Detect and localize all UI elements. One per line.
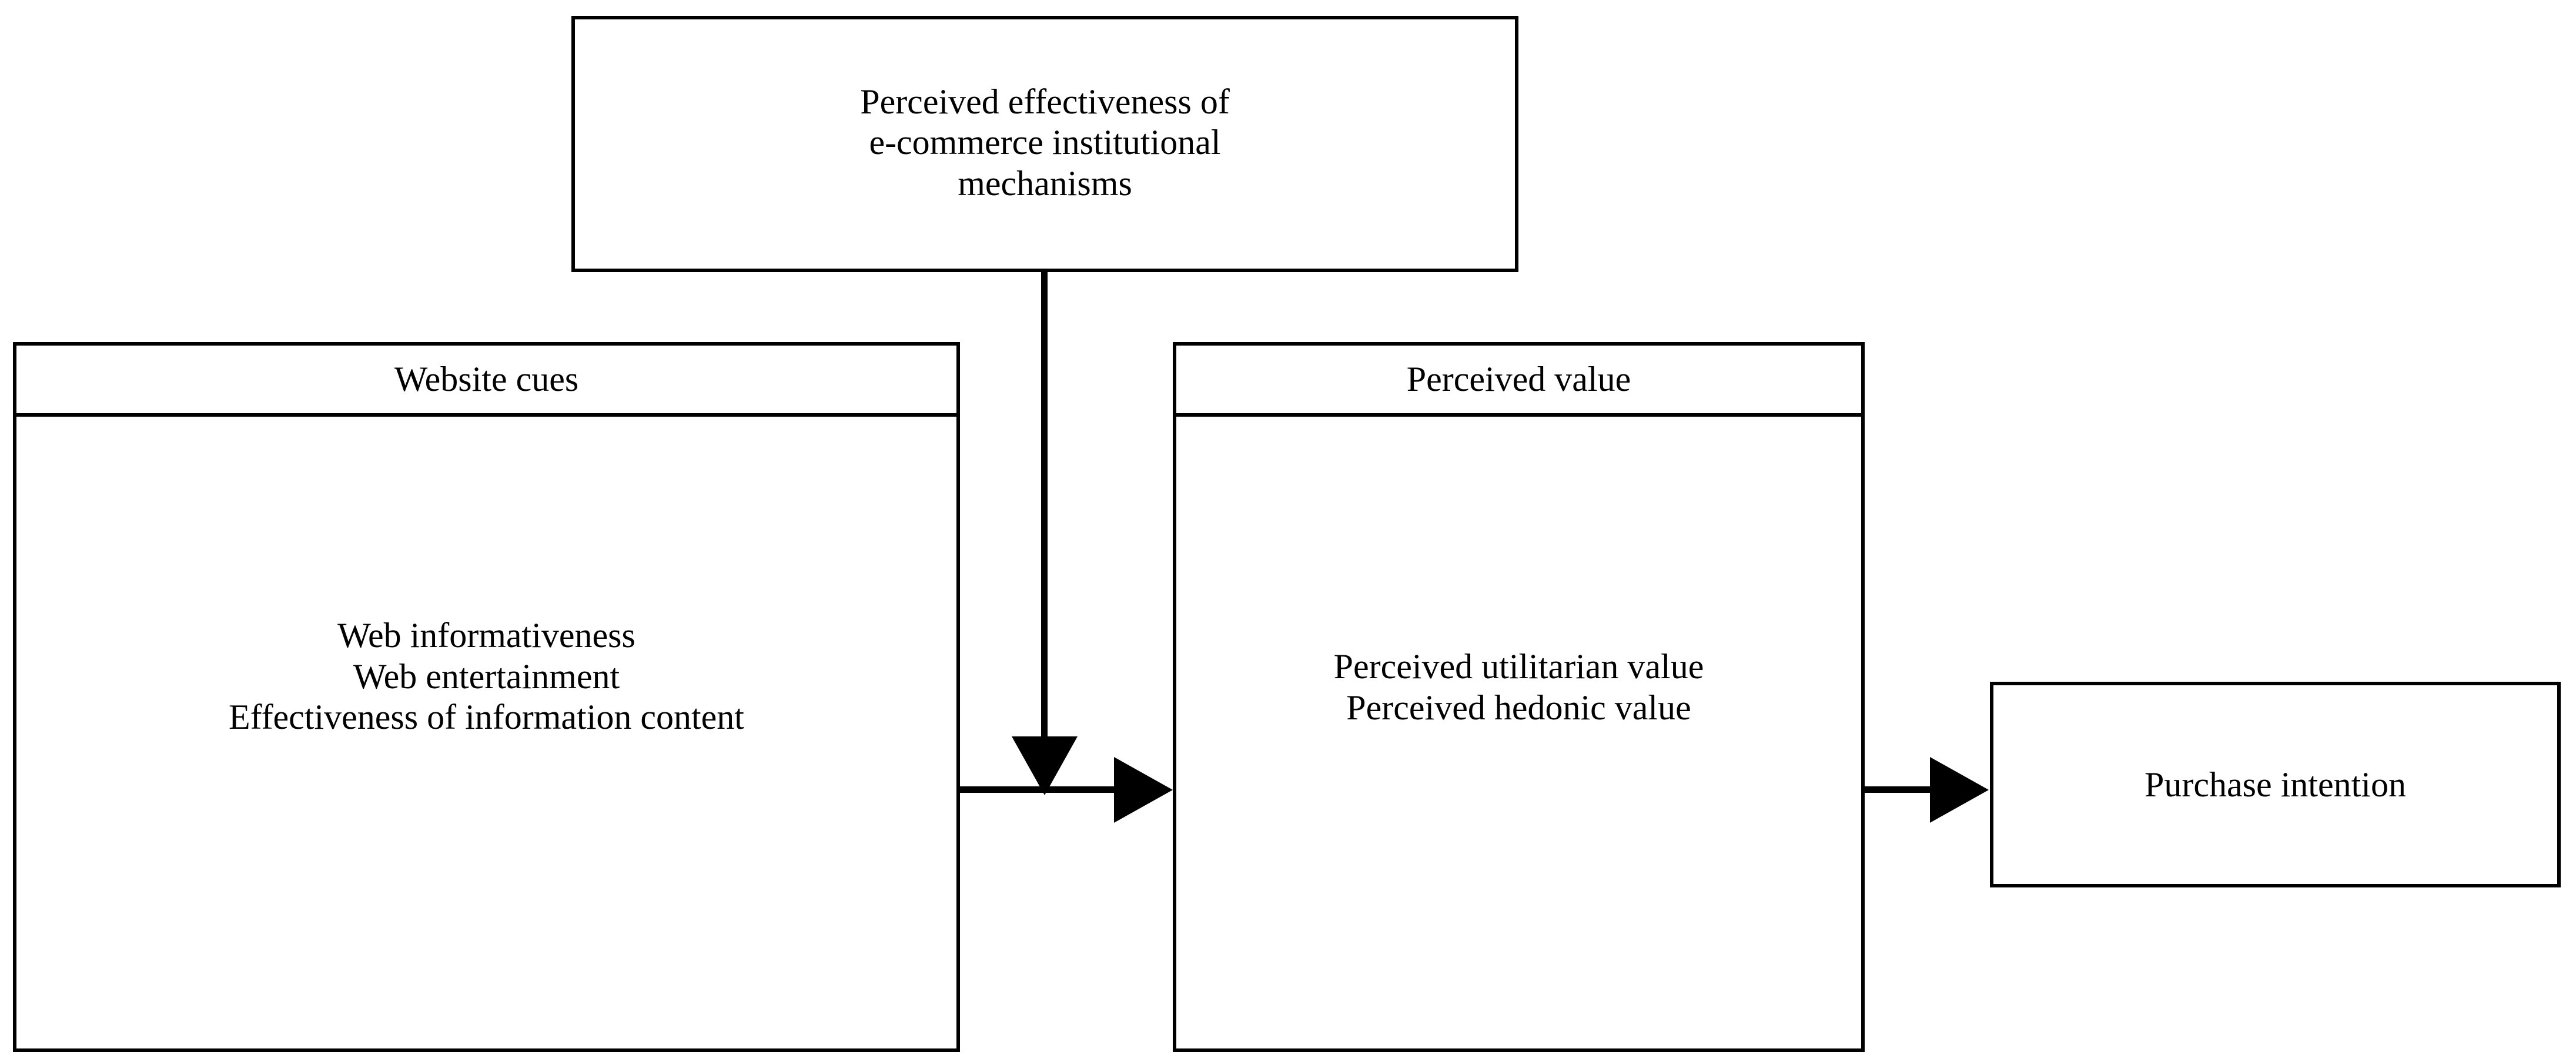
list-item: Web entertainment — [353, 656, 620, 696]
node-perceived-value-items: Perceived utilitarian value Perceived he… — [1176, 417, 1861, 1052]
list-item: Web informativeness — [337, 616, 635, 655]
node-perceived-value[interactable]: Perceived value Perceived utilitarian va… — [1173, 342, 1865, 1052]
arrow-right-icon — [1114, 757, 1173, 823]
node-perceived-value-header: Perceived value — [1176, 346, 1861, 417]
node-perceived-effectiveness[interactable]: Perceived effectiveness of e-commerce in… — [571, 16, 1518, 272]
arrow-right-icon — [1930, 757, 1989, 823]
arrow-down-icon — [1012, 736, 1078, 795]
node-website-cues-header: Website cues — [16, 346, 956, 417]
list-item: Effectiveness of information content — [229, 698, 744, 737]
list-item: Perceived utilitarian value — [1333, 646, 1704, 686]
connector-line — [1041, 272, 1048, 736]
node-text-line: mechanisms — [958, 163, 1132, 203]
node-website-cues-items: Web informativeness Web entertainment Ef… — [16, 417, 956, 1052]
node-text-line: e-commerce institutional — [869, 123, 1221, 162]
list-item: Perceived hedonic value — [1346, 688, 1691, 727]
connector-line — [1865, 786, 1930, 793]
node-purchase-intention[interactable]: Purchase intention — [1990, 682, 2561, 887]
node-purchase-intention-label: Purchase intention — [2145, 765, 2406, 804]
node-perceived-effectiveness-text: Perceived effectiveness of e-commerce in… — [575, 19, 1515, 269]
node-text-line: Perceived effectiveness of — [860, 82, 1230, 121]
node-website-cues[interactable]: Website cues Web informativeness Web ent… — [13, 342, 960, 1052]
